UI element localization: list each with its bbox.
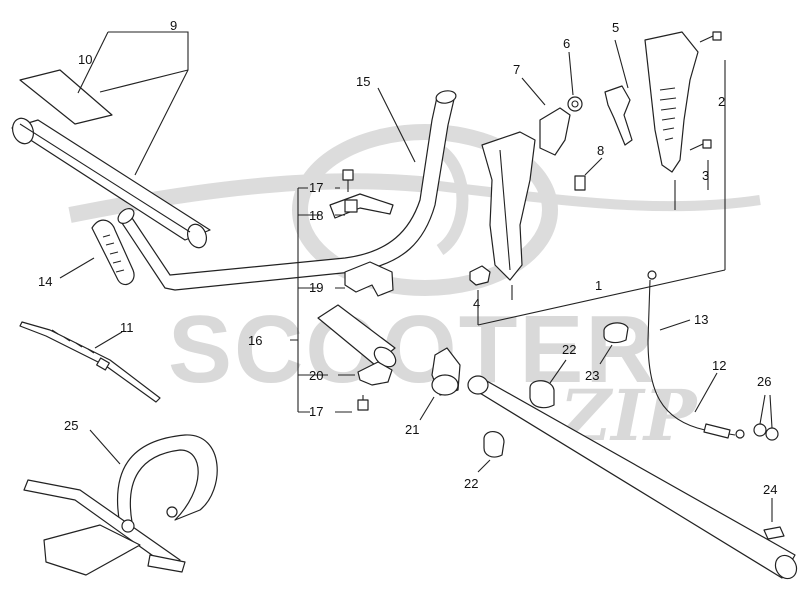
callout-4: 4 [473, 296, 480, 311]
leader-12 [694, 372, 718, 413]
part-22-clamp-lower [483, 431, 505, 458]
leader-6 [568, 51, 574, 96]
leader-26 [759, 394, 773, 429]
callout-20: 20 [309, 368, 323, 383]
leader-22-lower [477, 459, 491, 473]
callout-6: 6 [563, 36, 570, 51]
part-16-clamp-sleeve [317, 304, 397, 368]
leader-7 [521, 77, 546, 106]
part-20-clamp-bottom [357, 361, 393, 386]
callout-17-bottom: 17 [309, 404, 323, 419]
bracket-16 [290, 187, 328, 413]
callout-10: 10 [78, 52, 92, 67]
callout-16: 16 [248, 333, 262, 348]
leader-10 [77, 31, 109, 94]
part-5-throttle-trigger [604, 85, 633, 146]
part-22-clamp-upper [529, 380, 555, 409]
part-9-rear-tube [11, 117, 211, 249]
callout-17-top: 17 [309, 180, 323, 195]
callout-9: 9 [170, 18, 177, 33]
callout-12: 12 [712, 358, 726, 373]
watermark-swoosh-icon [68, 124, 761, 296]
part-7-trigger-cover [539, 107, 571, 156]
leader-11 [94, 331, 123, 349]
leader-22-upper [549, 359, 567, 384]
callout-26: 26 [757, 374, 771, 389]
leader-8 [584, 157, 603, 176]
part-17-bolt-bottom [357, 395, 369, 411]
part-19-clamp-mid [344, 261, 394, 297]
part-10-label-sticker [19, 69, 113, 125]
callout-22-lower: 22 [464, 476, 478, 491]
callout-18: 18 [309, 208, 323, 223]
callout-7: 7 [513, 62, 520, 77]
callout-5: 5 [612, 20, 619, 35]
part-4-nut [469, 265, 491, 286]
part-24-drive-tube [467, 375, 798, 580]
part-17-bolt-top [342, 169, 354, 192]
leader-5 [614, 39, 629, 89]
callout-2: 2 [718, 94, 725, 109]
part-13-throttle-cable [647, 270, 745, 439]
part-1-left-grip [481, 131, 536, 281]
callout-8: 8 [597, 143, 604, 158]
callout-13: 13 [694, 312, 708, 327]
callout-23: 23 [585, 368, 599, 383]
part-18-clamp-top [329, 193, 394, 219]
callout-24: 24 [763, 482, 777, 497]
callout-19: 19 [309, 280, 323, 295]
callout-25: 25 [64, 418, 78, 433]
part-8-switch [574, 175, 586, 191]
callout-3: 3 [702, 168, 709, 183]
leader-25 [89, 429, 121, 465]
part-21-clip [431, 347, 461, 396]
part-25-harness [23, 434, 218, 576]
callout-15: 15 [356, 74, 370, 89]
part-6-spring [567, 96, 583, 112]
callout-labels: 9 10 15 14 11 25 17 18 19 16 20 17 21 22… [38, 18, 777, 497]
watermark-brand: SCOOTER [168, 296, 657, 403]
part-11-drive-shaft [19, 321, 161, 403]
part-2-screw-upper [699, 31, 722, 43]
leader-14 [59, 257, 95, 279]
watermark: SCOOTER ZIP [68, 124, 761, 457]
part-23-clamp [603, 322, 629, 344]
callout-1: 1 [595, 278, 602, 293]
part-2-right-handle [644, 31, 699, 173]
leader-21 [419, 396, 435, 421]
callout-14: 14 [38, 274, 52, 289]
bracket-1 [477, 60, 726, 326]
leader-9 [108, 31, 189, 176]
leader-23 [599, 344, 613, 365]
callout-22-upper: 22 [562, 342, 576, 357]
leader-13 [659, 319, 691, 331]
leader-15 [377, 87, 416, 163]
part-14-grip [91, 219, 135, 285]
part-3-screw-lower [689, 139, 712, 151]
part-26-nuts [753, 423, 779, 441]
callout-21: 21 [405, 422, 419, 437]
callout-11: 11 [120, 320, 134, 335]
